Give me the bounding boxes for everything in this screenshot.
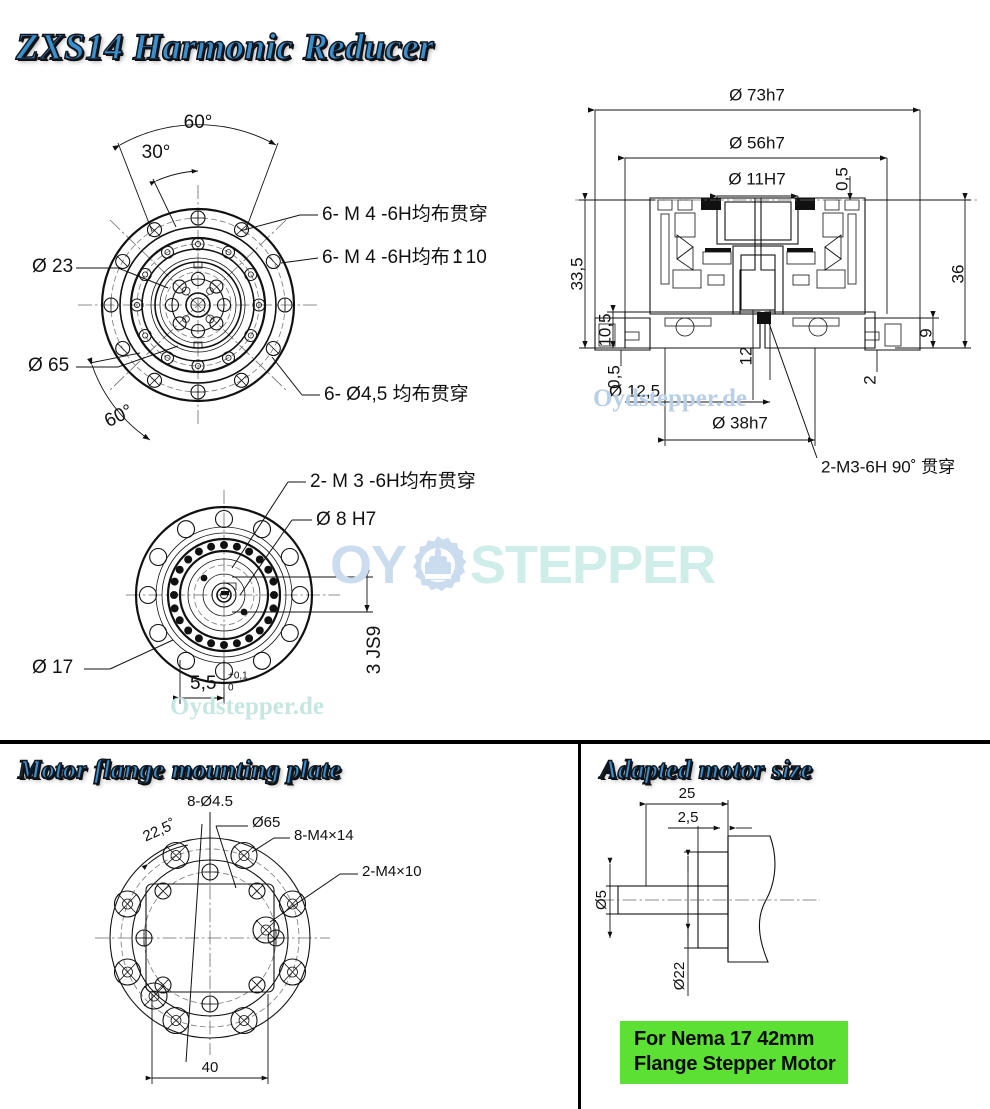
label-2: 2: [860, 375, 879, 384]
leader-note-m3-90: 2-M3-6H 90˚ 贯穿: [764, 311, 955, 476]
flange-centerlines: [95, 818, 330, 1055]
label-36: 36: [948, 265, 967, 284]
dim-105: 10,5: [595, 304, 627, 348]
leader-note-m4-depth: 6- M 4 -6H均布↥10: [280, 246, 487, 268]
label-dia-11h7: Ø 11H7: [728, 169, 785, 188]
dim-9: 9: [905, 310, 939, 348]
page-title: ZXS14 Harmonic Reducer: [15, 27, 435, 68]
note-m3-90: 2-M3-6H 90˚ 贯穿: [821, 457, 955, 476]
flange-square-cutout: [145, 883, 275, 993]
label-05-top: 0,5: [832, 167, 851, 191]
label-2-5: 2,5: [678, 809, 699, 826]
label-335: 33,5: [567, 257, 586, 290]
motor-size-drawing: 25 2,5 Ø5 Ø22: [580, 785, 990, 1108]
label-dia-56h7: Ø 56h7: [729, 133, 785, 152]
label-dia-5: Ø5: [593, 890, 610, 910]
label-05-bottom: 0,5: [604, 365, 623, 389]
section-title-adapted-motor: Adapted motor size: [599, 754, 813, 784]
dim-dia-73h7: Ø 73h7: [587, 85, 921, 320]
rear-centerlines: [126, 490, 340, 700]
dim-dia-56h7: Ø 56h7: [617, 133, 888, 314]
dim-2: 2: [860, 350, 879, 385]
angle-label-30: 30°: [142, 142, 171, 163]
label-dia-125: Ø 12,5: [609, 381, 660, 400]
leader-dia-23: Ø 23: [32, 256, 169, 289]
dim-25: 25: [639, 785, 729, 886]
nema-compatibility-badge: For Nema 17 42mm Flange Stepper Motor: [620, 1021, 848, 1084]
dim-dia-125: Ø 12,5: [609, 381, 770, 405]
dim-dia-22: Ø22: [671, 849, 712, 996]
rear-view-drawing: 2- M 3 -6H均布贯穿 Ø 8 H7 Ø 17 3 JS9: [0, 460, 575, 735]
label-dia-17: Ø 17: [32, 657, 73, 678]
label-tol-lower: 0: [228, 683, 234, 694]
note-d65: Ø65: [252, 814, 280, 831]
label-12: 12: [736, 347, 755, 366]
leader-dia-8h7: Ø 8 H7: [239, 509, 376, 596]
rear-outer-holes: [138, 509, 310, 681]
flange-d45-holes: [135, 863, 285, 1013]
label-dia-23: Ø 23: [32, 256, 73, 277]
note-d45-through: 6- Ø4,5 均布贯穿: [324, 383, 469, 405]
label-dia-73h7: Ø 73h7: [729, 85, 785, 104]
note-2m3-through: 2- M 3 -6H均布贯穿: [310, 470, 476, 492]
angle-label-60-top: 60°: [184, 112, 213, 133]
rear-ball-ring: [170, 541, 278, 649]
label-dia-65: Ø 65: [28, 355, 69, 376]
label-105: 10,5: [595, 313, 614, 346]
flange-annotations: 8-Ø4.5 Ø65 8-M4×14 2-M4×10 22,5˚: [140, 793, 422, 1084]
dim-dia-38h7: Ø 38h7: [657, 348, 816, 446]
front-outer-bolt-holes: [103, 210, 293, 400]
dim-55: 5,5 +0,1 0: [172, 660, 248, 704]
front-middle-bolt-holes: [130, 237, 266, 373]
label-40: 40: [202, 1059, 219, 1076]
section-body: [594, 197, 921, 351]
note-2-m4x10: 2-M4×10: [362, 863, 422, 880]
flange-plate-drawing: 8-Ø4.5 Ø65 8-M4×14 2-M4×10 22,5˚: [0, 790, 575, 1108]
dim-dia-5: Ø5: [593, 857, 636, 938]
leader-note-d45: 6- Ø4,5 均布贯穿: [271, 356, 469, 405]
label-9: 9: [916, 328, 935, 337]
front-view-drawing: 60° 30° 60° Ø 23: [0, 95, 570, 455]
dim-3js9: 3 JS9: [232, 569, 385, 675]
cross-section-drawing: Ø 73h7 Ø 56h7 Ø 11H7 0,5: [565, 80, 990, 490]
front-angle-30: 30°: [142, 142, 199, 228]
label-dia-38h7: Ø 38h7: [712, 413, 768, 432]
note-m4-depth10: 6- M 4 -6H均布↥10: [322, 246, 487, 268]
dim-05-bottom: 0,5: [604, 350, 623, 389]
leader-dia-17: Ø 17: [32, 639, 174, 678]
dim-05-top: 0,5: [832, 167, 853, 200]
angle-label-60-bottom: 60°: [101, 401, 136, 432]
dim-dia-11h7: Ø 11H7: [709, 169, 799, 202]
vertical-divider: [578, 744, 581, 1109]
note-m4-through: 6- M 4 -6H均布贯穿: [322, 203, 488, 225]
front-inner-hub-holes: [164, 261, 232, 349]
flange-m4x10-holes: [140, 916, 280, 1010]
horizontal-divider: [0, 740, 990, 744]
label-dia-22: Ø22: [671, 962, 688, 990]
leader-note-m4-through: 6- M 4 -6H均布贯穿: [239, 203, 488, 232]
dim-36: 36: [865, 192, 971, 349]
front-angle-60-top: 60°: [112, 112, 279, 232]
label-3js9: 3 JS9: [364, 626, 385, 675]
angle-label-225: 22,5˚: [140, 816, 178, 845]
note-8-m4x14: 8-M4×14: [294, 827, 354, 844]
leader-dia-65: Ø 65: [28, 345, 179, 376]
dim-25b: 2,5: [668, 809, 752, 852]
label-55: 5,5: [190, 673, 216, 694]
dim-12: 12: [736, 310, 771, 400]
leader-note-2m3: 2- M 3 -6H均布贯穿: [231, 470, 476, 569]
label-tol-upper: +0,1: [228, 671, 248, 682]
section-title-motor-flange: Motor flange mounting plate: [17, 754, 342, 784]
label-dia-8h7: Ø 8 H7: [316, 509, 376, 530]
motor-outline: [617, 835, 776, 963]
dim-335: 33,5: [567, 192, 655, 349]
note-8-d45: 8-Ø4.5: [187, 793, 233, 810]
label-25: 25: [679, 785, 696, 802]
